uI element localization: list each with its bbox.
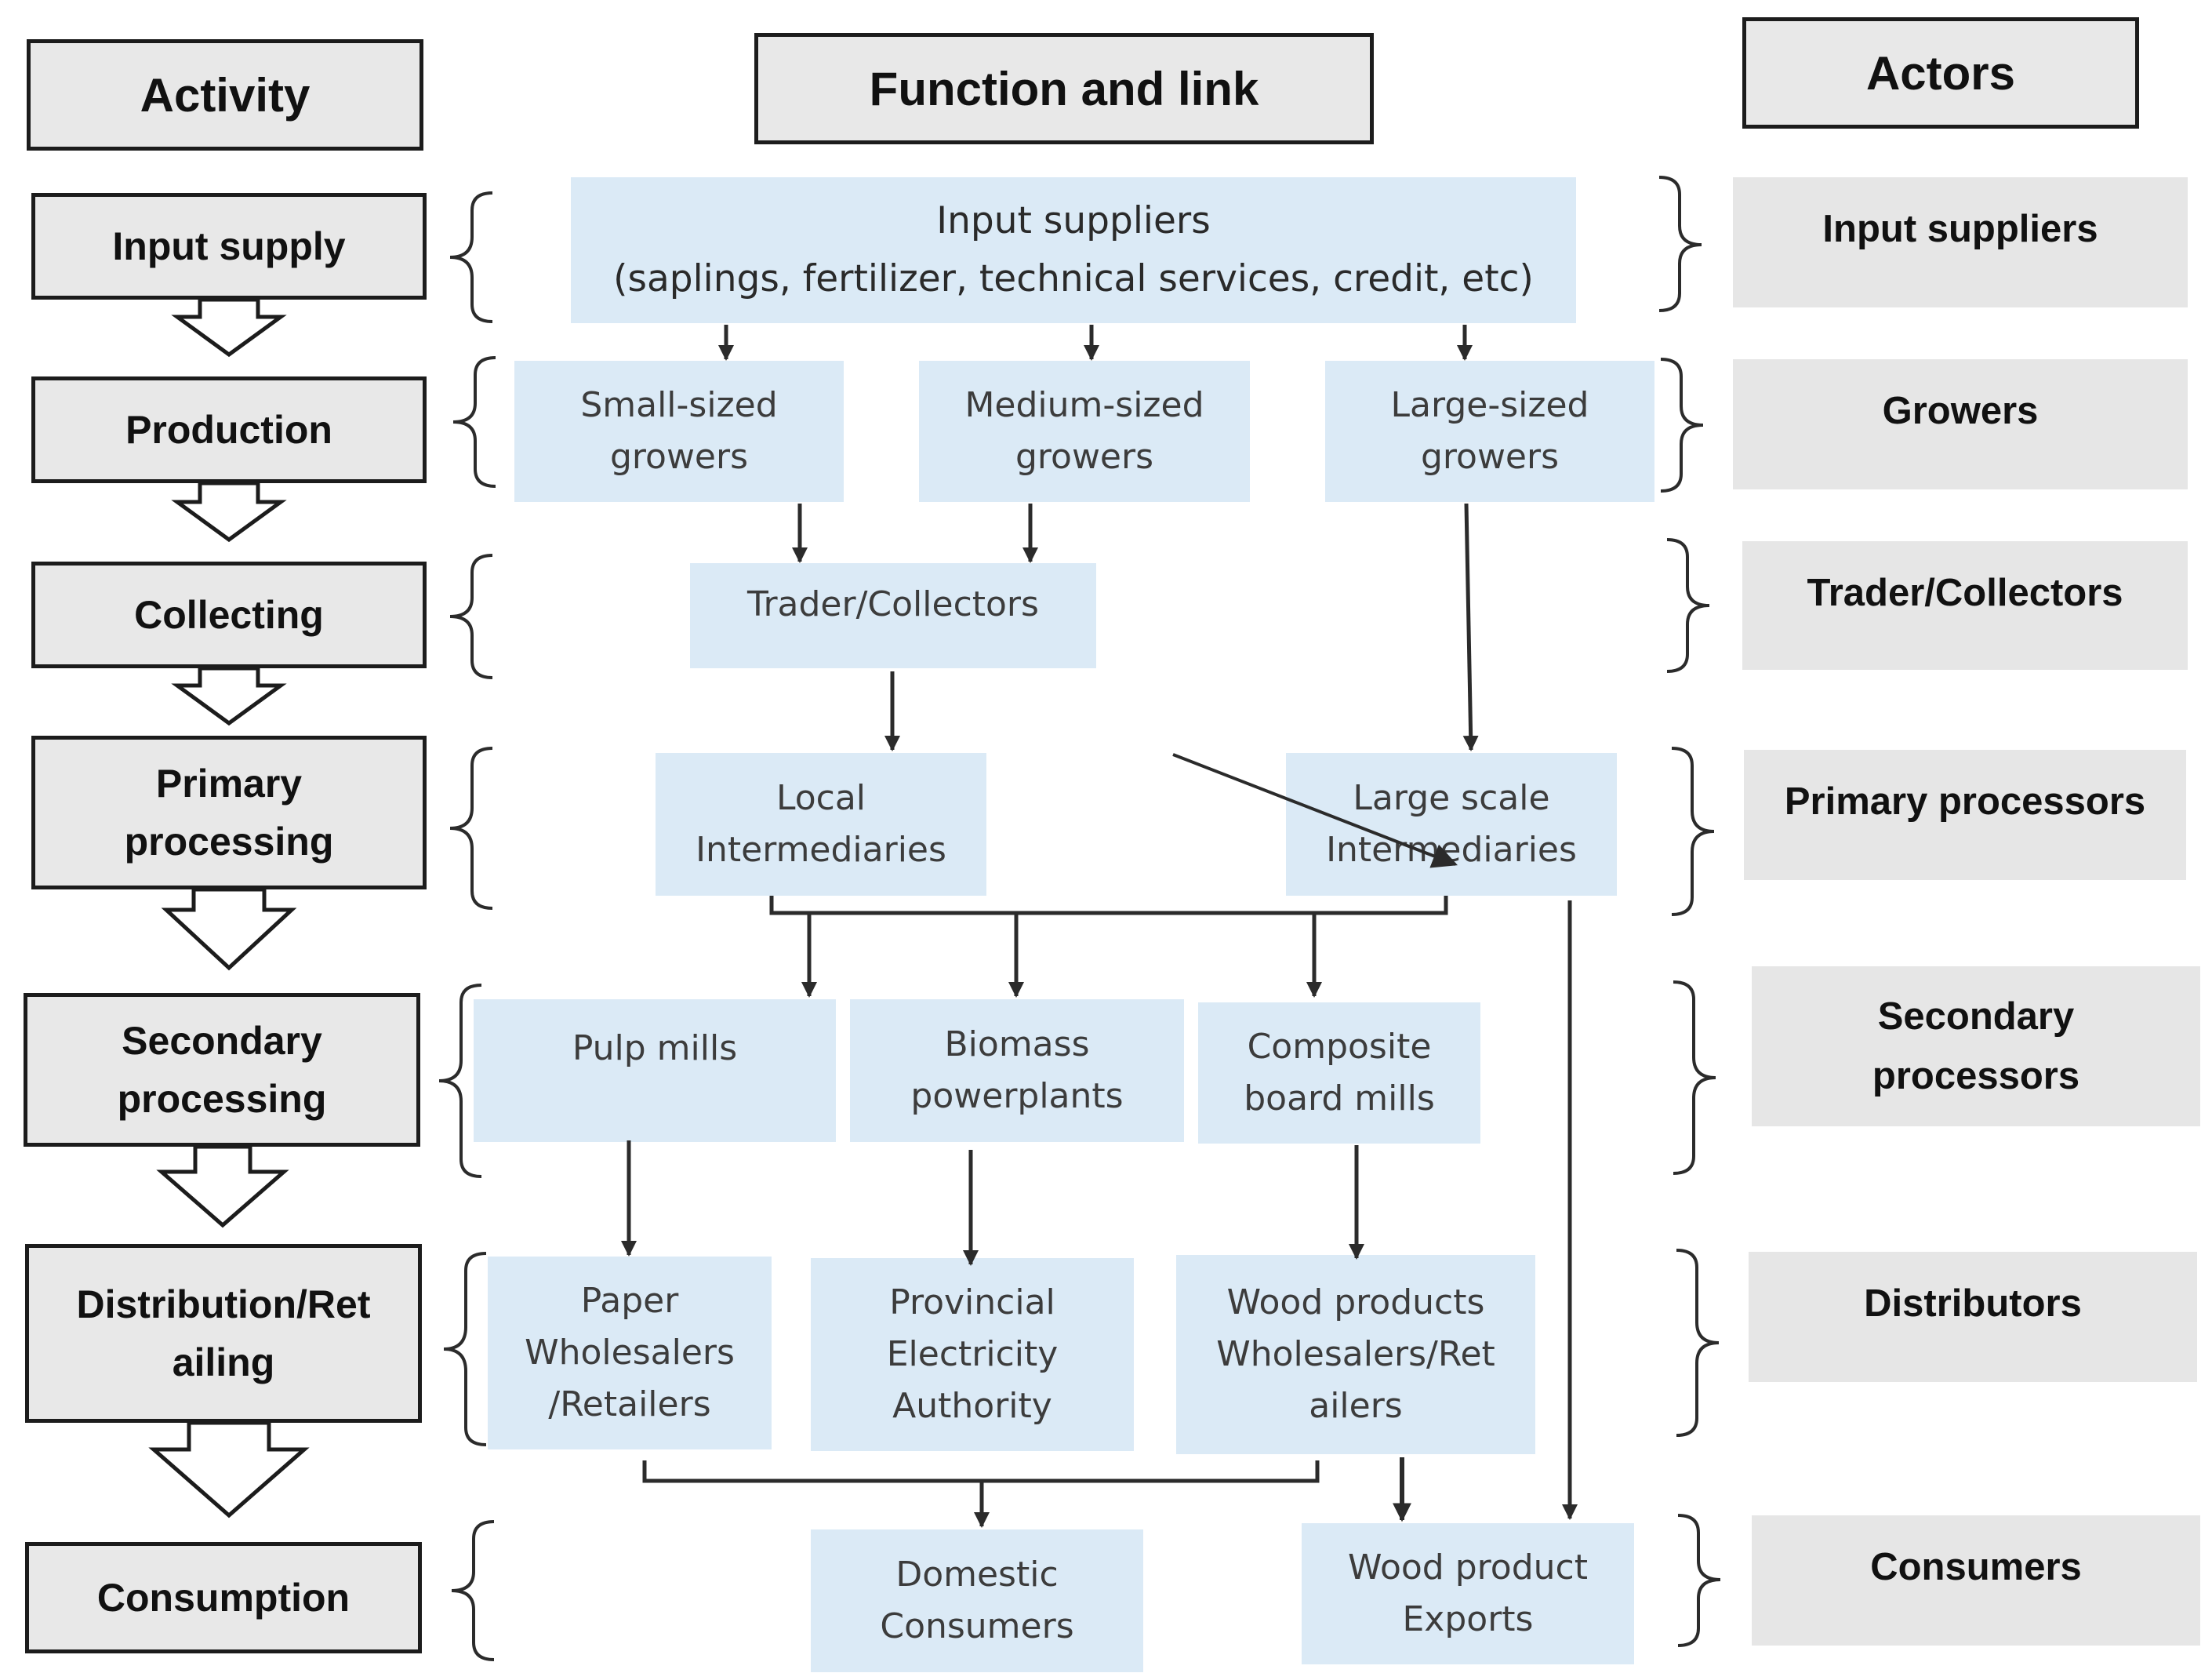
node-small-sized-growers: Small-sized growers [514,361,844,502]
function-header: Function and link [754,33,1374,144]
actors-header: Actors [1742,17,2139,129]
node-trader-collectors: Trader/Collectors [690,563,1096,668]
stage-arrow-4 [161,887,297,971]
stage-arrow-3 [171,666,287,726]
actor-primary-processors: Primary processors [1744,750,2186,880]
node-paper-wholesalers-retailers: Paper Wholesalers /Retailers [488,1257,772,1449]
stage-arrow-5 [156,1144,289,1228]
actor-distributors: Distributors [1749,1252,2197,1382]
node-pulp-mills: Pulp mills [474,999,836,1142]
flow-connectors [621,325,1578,1528]
activity-collecting: Collecting [31,562,427,668]
node-local-intermediaries: Local Intermediaries [656,753,986,896]
activity-distribution-retailing: Distribution/Ret ailing [25,1244,422,1423]
left-braces [438,191,496,1661]
node-composite-board-mills: Composite board mills [1198,1002,1480,1144]
stage-arrow-2 [171,481,287,543]
node-large-sized-growers: Large-sized growers [1325,361,1654,502]
node-wood-products-wholesalers-retailers: Wood products Wholesalers/Ret ailers [1176,1255,1535,1454]
actor-consumers: Consumers [1752,1515,2200,1646]
activity-input-supply: Input supply [31,193,427,300]
right-braces [1658,176,1721,1647]
node-wood-product-exports: Wood product Exports [1302,1523,1634,1664]
stage-arrow-6 [148,1420,310,1518]
actor-growers: Growers [1733,359,2188,489]
node-biomass-powerplants: Biomass powerplants [850,999,1184,1142]
activity-consumption: Consumption [25,1542,422,1653]
activity-primary-processing: Primary processing [31,736,427,889]
actor-secondary-processors: Secondary processors [1752,966,2200,1126]
node-medium-sized-growers: Medium-sized growers [919,361,1250,502]
diagonal-pointer-arrow [1172,753,1458,868]
node-domestic-consumers: Domestic Consumers [811,1529,1143,1672]
actor-trader-collectors: Trader/Collectors [1742,541,2188,670]
stage-flow-arrows [148,297,310,1518]
node-input-suppliers: Input suppliers (saplings, fertilizer, t… [571,177,1576,323]
node-provincial-electricity-authority: Provincial Electricity Authority [811,1258,1134,1451]
activity-header: Activity [27,39,423,151]
actor-input-suppliers: Input suppliers [1733,177,2188,307]
activity-production: Production [31,376,427,483]
stage-arrow-1 [171,297,287,358]
